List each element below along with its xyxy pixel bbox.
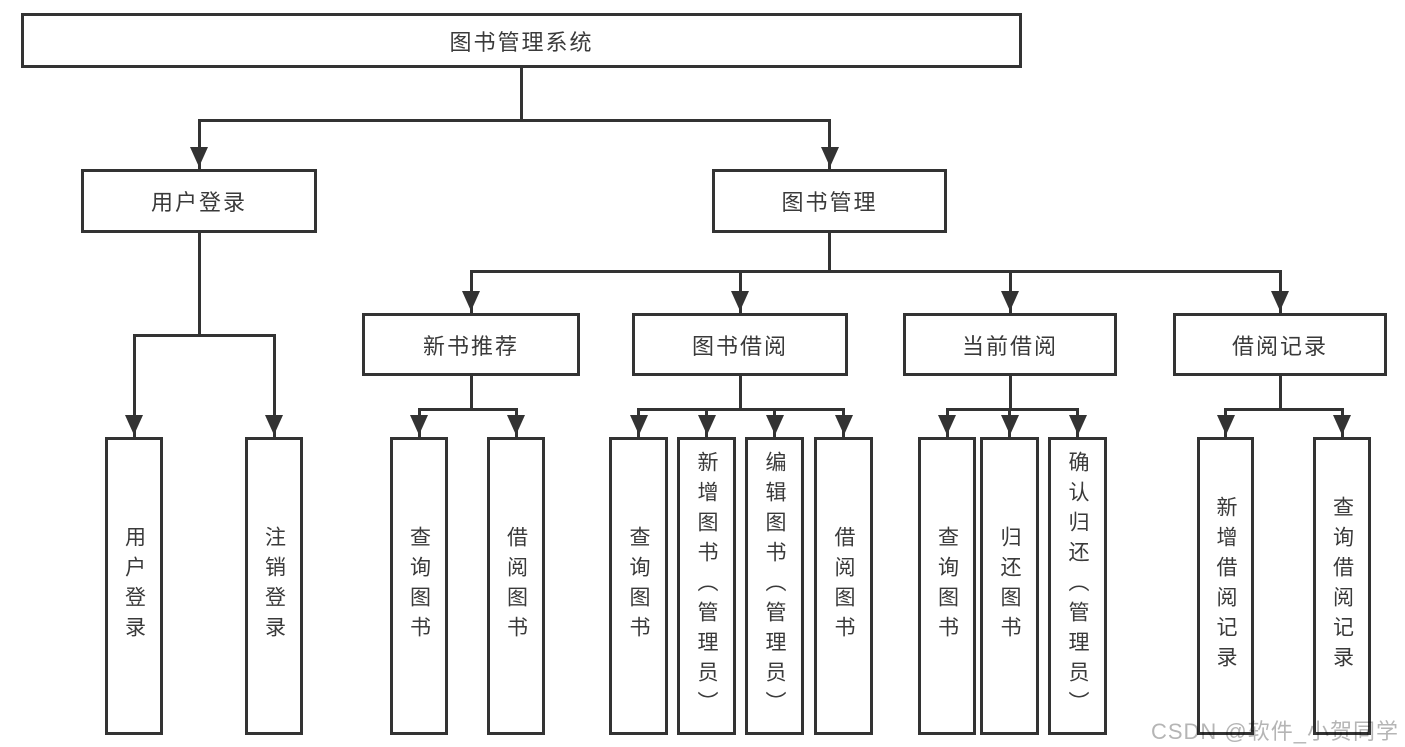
- node-label: 借阅图书: [504, 526, 528, 646]
- diagram-node-br-query: 查询借阅记录: [1313, 437, 1371, 735]
- diagram-node-book-borrow: 图书借阅: [632, 313, 848, 376]
- connector-stem: [469, 376, 473, 411]
- node-label: 图书管理: [781, 190, 878, 215]
- diagram-node-ul-logout: 注销登录: [245, 437, 303, 735]
- diagram-node-cb-confirm: 确认归还（管理员）: [1048, 437, 1107, 735]
- connector-crossbar: [469, 270, 1282, 273]
- arrowhead-icon: [1000, 415, 1019, 435]
- connector-stem: [520, 68, 523, 122]
- node-label: 查询图书: [627, 526, 650, 646]
- diagram-node-user-login: 用户登录: [81, 169, 317, 233]
- arrowhead-icon: [938, 415, 956, 435]
- node-label: 借阅记录: [1231, 333, 1328, 359]
- diagram-node-book-mgmt: 图书管理: [712, 169, 947, 233]
- arrowhead-icon: [410, 415, 428, 435]
- diagram-node-bb-borrow: 借阅图书: [814, 437, 873, 735]
- arrowhead-icon: [731, 291, 749, 311]
- arrowhead-icon: [834, 415, 853, 435]
- connector-shaft: [197, 119, 201, 169]
- connector-crossbar: [945, 408, 1079, 411]
- node-label: 用户登录: [150, 190, 247, 215]
- arrowhead-icon: [629, 415, 648, 435]
- arrowhead-icon: [507, 415, 525, 435]
- watermark-text: CSDN @软件_小贺同学: [1150, 719, 1399, 744]
- arrowhead-icon: [765, 415, 784, 435]
- arrowhead-icon: [697, 415, 716, 435]
- connector-stem: [828, 233, 831, 273]
- diagram-node-bb-query: 查询图书: [609, 437, 668, 735]
- arrowhead-icon: [265, 415, 283, 435]
- node-label: 图书管理系统: [449, 29, 594, 55]
- diagram-node-root: 图书管理系统: [21, 13, 1022, 68]
- connector-crossbar: [197, 119, 831, 122]
- diagram-node-bb-add: 新增图书（管理员）: [677, 437, 736, 735]
- arrowhead-icon: [190, 147, 208, 167]
- arrowhead-icon: [1068, 415, 1087, 435]
- connector-stem: [1008, 376, 1012, 411]
- arrowhead-icon: [1216, 415, 1235, 435]
- connector-shaft: [272, 334, 276, 437]
- node-label: 图书借阅: [691, 333, 788, 359]
- node-label: 查询借阅记录: [1330, 496, 1354, 676]
- node-label: 注销登录: [262, 526, 286, 646]
- node-label: 查询图书: [935, 526, 959, 646]
- node-label: 查询图书: [407, 526, 431, 646]
- connector-stem: [738, 376, 742, 411]
- connector-crossbar: [637, 408, 845, 411]
- node-label: 新增图书（管理员）: [695, 451, 718, 721]
- diagram-node-nb-borrow: 借阅图书: [487, 437, 545, 735]
- diagram-node-new-book: 新书推荐: [362, 313, 580, 376]
- diagram-node-borrow-records: 借阅记录: [1173, 313, 1387, 376]
- diagram-node-nb-query: 查询图书: [390, 437, 448, 735]
- connector-stem: [197, 233, 201, 337]
- node-label: 用户登录: [122, 526, 146, 646]
- diagram-node-bb-edit: 编辑图书（管理员）: [745, 437, 804, 735]
- connector-crossbar: [1224, 408, 1344, 411]
- arrowhead-icon: [1271, 291, 1289, 311]
- node-label: 归还图书: [998, 526, 1021, 646]
- connector-stem: [1278, 376, 1282, 411]
- node-label: 编辑图书（管理员）: [763, 451, 786, 721]
- arrowhead-icon: [1001, 291, 1019, 311]
- diagram-node-br-add: 新增借阅记录: [1197, 437, 1254, 735]
- node-label: 当前借阅: [961, 333, 1058, 359]
- connector-crossbar: [132, 334, 276, 337]
- connector-shaft: [828, 119, 831, 169]
- diagram-node-ul-login: 用户登录: [105, 437, 163, 735]
- arrowhead-icon: [1333, 415, 1351, 435]
- node-label: 借阅图书: [832, 526, 855, 646]
- node-label: 确认归还（管理员）: [1066, 451, 1089, 721]
- node-label: 新书推荐: [422, 333, 519, 359]
- connector-crossbar: [417, 408, 518, 411]
- diagram-node-cb-return: 归还图书: [980, 437, 1039, 735]
- diagram-node-current-borrow: 当前借阅: [903, 313, 1117, 376]
- arrowhead-icon: [462, 291, 480, 311]
- arrowhead-icon: [820, 147, 839, 167]
- arrowhead-icon: [125, 415, 143, 435]
- node-label: 新增借阅记录: [1214, 496, 1237, 676]
- diagram-node-cb-query: 查询图书: [918, 437, 976, 735]
- connector-shaft: [132, 334, 136, 437]
